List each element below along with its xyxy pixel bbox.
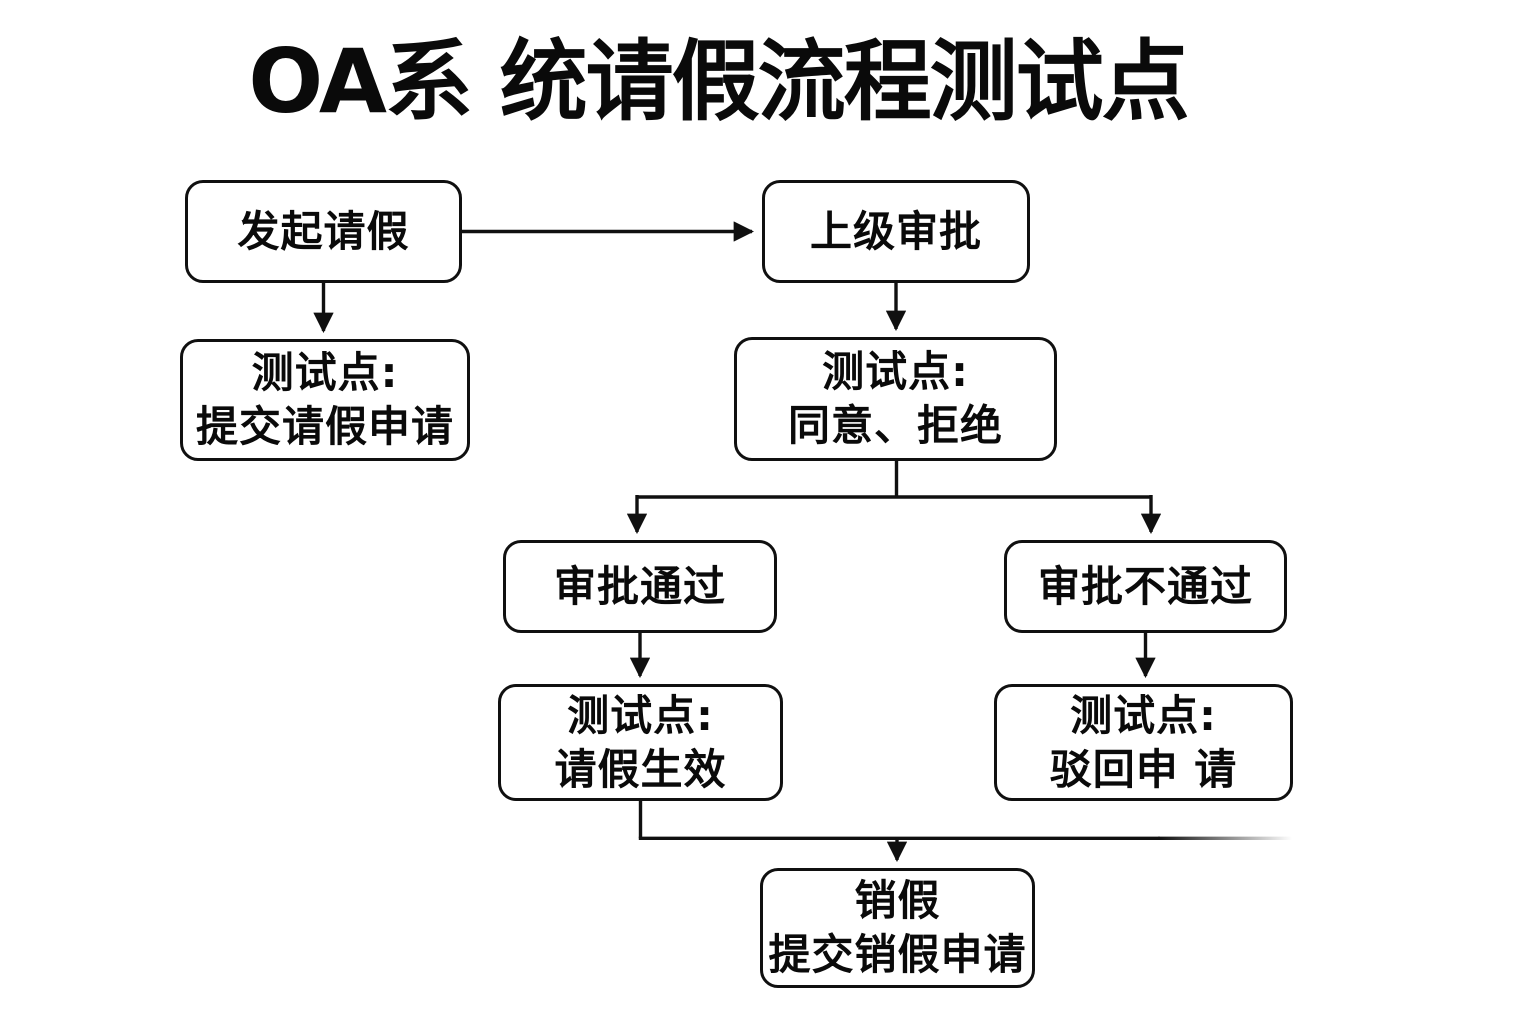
node-label-line2: 同意、拒绝 xyxy=(787,401,1003,450)
node-label-line1: 测试点: xyxy=(251,348,399,397)
node-test-point-submit-application: 测试点: 提交请假申请 xyxy=(180,339,470,461)
node-label-line1: 测试点: xyxy=(567,690,714,740)
diagram-title: OA系 统请假流程测试点 xyxy=(248,30,1189,133)
node-label-line2: 提交销假申请 xyxy=(768,930,1027,979)
node-label: 上级审批 xyxy=(809,206,982,256)
node-label-line2: 提交请假申请 xyxy=(195,402,454,451)
node-test-point-reject-application: 测试点: 驳回申 请 xyxy=(994,684,1293,801)
node-label: 审批不通过 xyxy=(1037,561,1253,611)
node-approval-passed: 审批通过 xyxy=(503,540,777,633)
node-approval-not-passed: 审批不通过 xyxy=(1004,540,1287,633)
node-label-line1: 测试点: xyxy=(822,347,969,396)
node-label: 发起请假 xyxy=(237,206,410,256)
node-label: 审批通过 xyxy=(553,561,726,611)
node-superior-approval: 上级审批 xyxy=(762,180,1030,283)
node-label-line2: 请假生效 xyxy=(554,744,727,794)
node-label-line1: 测试点: xyxy=(1070,690,1217,740)
node-label-line1: 销假 xyxy=(854,876,941,925)
node-cancel-leave-submit-application: 销假 提交销假申请 xyxy=(760,868,1035,988)
node-label-line2: 驳回申 请 xyxy=(1049,744,1238,794)
node-initiate-leave: 发起请假 xyxy=(185,180,462,283)
node-test-point-leave-effective: 测试点: 请假生效 xyxy=(498,684,783,801)
node-test-point-agree-reject: 测试点: 同意、拒绝 xyxy=(734,337,1057,461)
